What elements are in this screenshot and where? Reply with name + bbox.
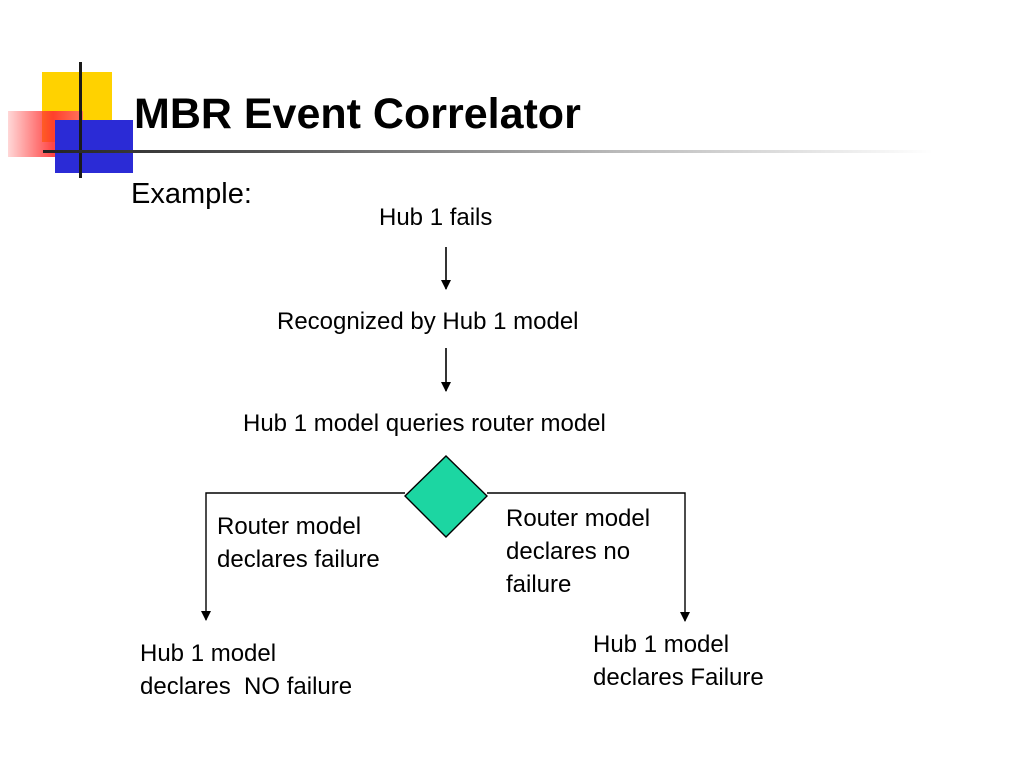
decorative-vertical-line [79, 62, 82, 178]
left-outcome-line-2: declares NO failure [140, 673, 353, 700]
title-underline [43, 150, 933, 153]
right-outcome-line-2: declares Failure [593, 664, 764, 691]
slide-title: MBR Event Correlator [134, 90, 581, 138]
right-branch-label-line-1: Router model [506, 505, 651, 532]
left-branch-connector [201, 492, 405, 621]
right-branch-label-line-3: failure [506, 571, 572, 598]
right-branch-connector [487, 492, 690, 622]
decorative-blue-square [55, 120, 133, 173]
left-branch-label-line-1: Router model [217, 513, 362, 540]
right-outcome-line-1: Hub 1 model [593, 631, 730, 658]
left-branch-label-line-2: declares failure [217, 546, 380, 573]
left-outcome-line-1: Hub 1 model [140, 640, 277, 667]
step-hub-fails: Hub 1 fails [379, 204, 493, 231]
step-model-queries-router: Hub 1 model queries router model [243, 410, 606, 437]
decision-diamond [404, 455, 488, 538]
example-label: Example: [131, 178, 252, 210]
right-branch-label-line-2: declares no [506, 538, 631, 565]
step-recognized-by-model: Recognized by Hub 1 model [277, 308, 579, 335]
